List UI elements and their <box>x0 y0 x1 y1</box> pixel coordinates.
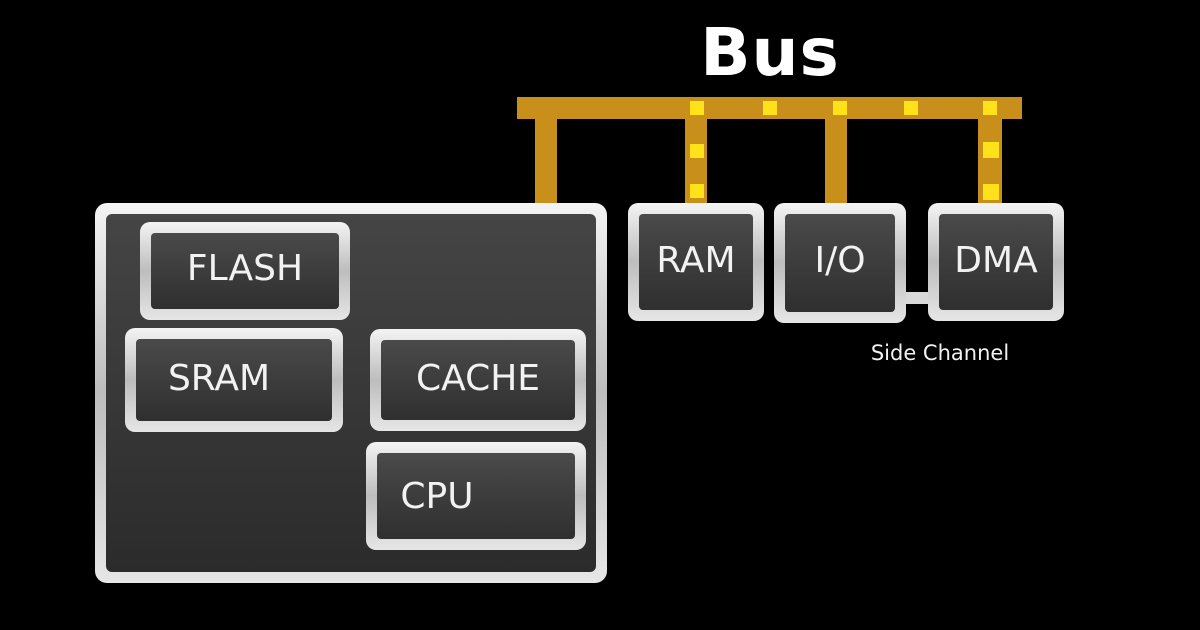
dma-block <box>928 203 1064 321</box>
sram-label: SRAM <box>167 358 271 399</box>
data-packet <box>983 101 997 115</box>
data-packet <box>690 101 704 115</box>
io-block <box>774 203 906 323</box>
flash-block <box>140 222 350 320</box>
side-channel-label: Side Channel <box>870 341 1010 365</box>
cpu-block <box>366 442 586 550</box>
data-packet <box>904 101 918 115</box>
ram-label: RAM <box>656 240 736 281</box>
cache-block <box>370 329 586 431</box>
data-packet <box>690 144 704 158</box>
dma-label: DMA <box>954 240 1038 281</box>
bus-drop-io <box>825 119 847 203</box>
ram-block <box>628 203 764 321</box>
data-packet <box>763 101 777 115</box>
io-label: I/O <box>814 240 866 281</box>
data-packet <box>983 142 999 158</box>
bus-drop-ram <box>685 119 707 203</box>
data-packet <box>833 101 847 115</box>
cpu-label: CPU <box>400 476 474 517</box>
data-packet <box>690 184 704 198</box>
sram-block <box>125 328 343 432</box>
bus-title: Bus <box>700 14 840 91</box>
flash-label: FLASH <box>186 248 304 289</box>
cache-label: CACHE <box>415 358 541 399</box>
data-packet <box>983 184 999 200</box>
side-channel-link <box>905 292 935 304</box>
